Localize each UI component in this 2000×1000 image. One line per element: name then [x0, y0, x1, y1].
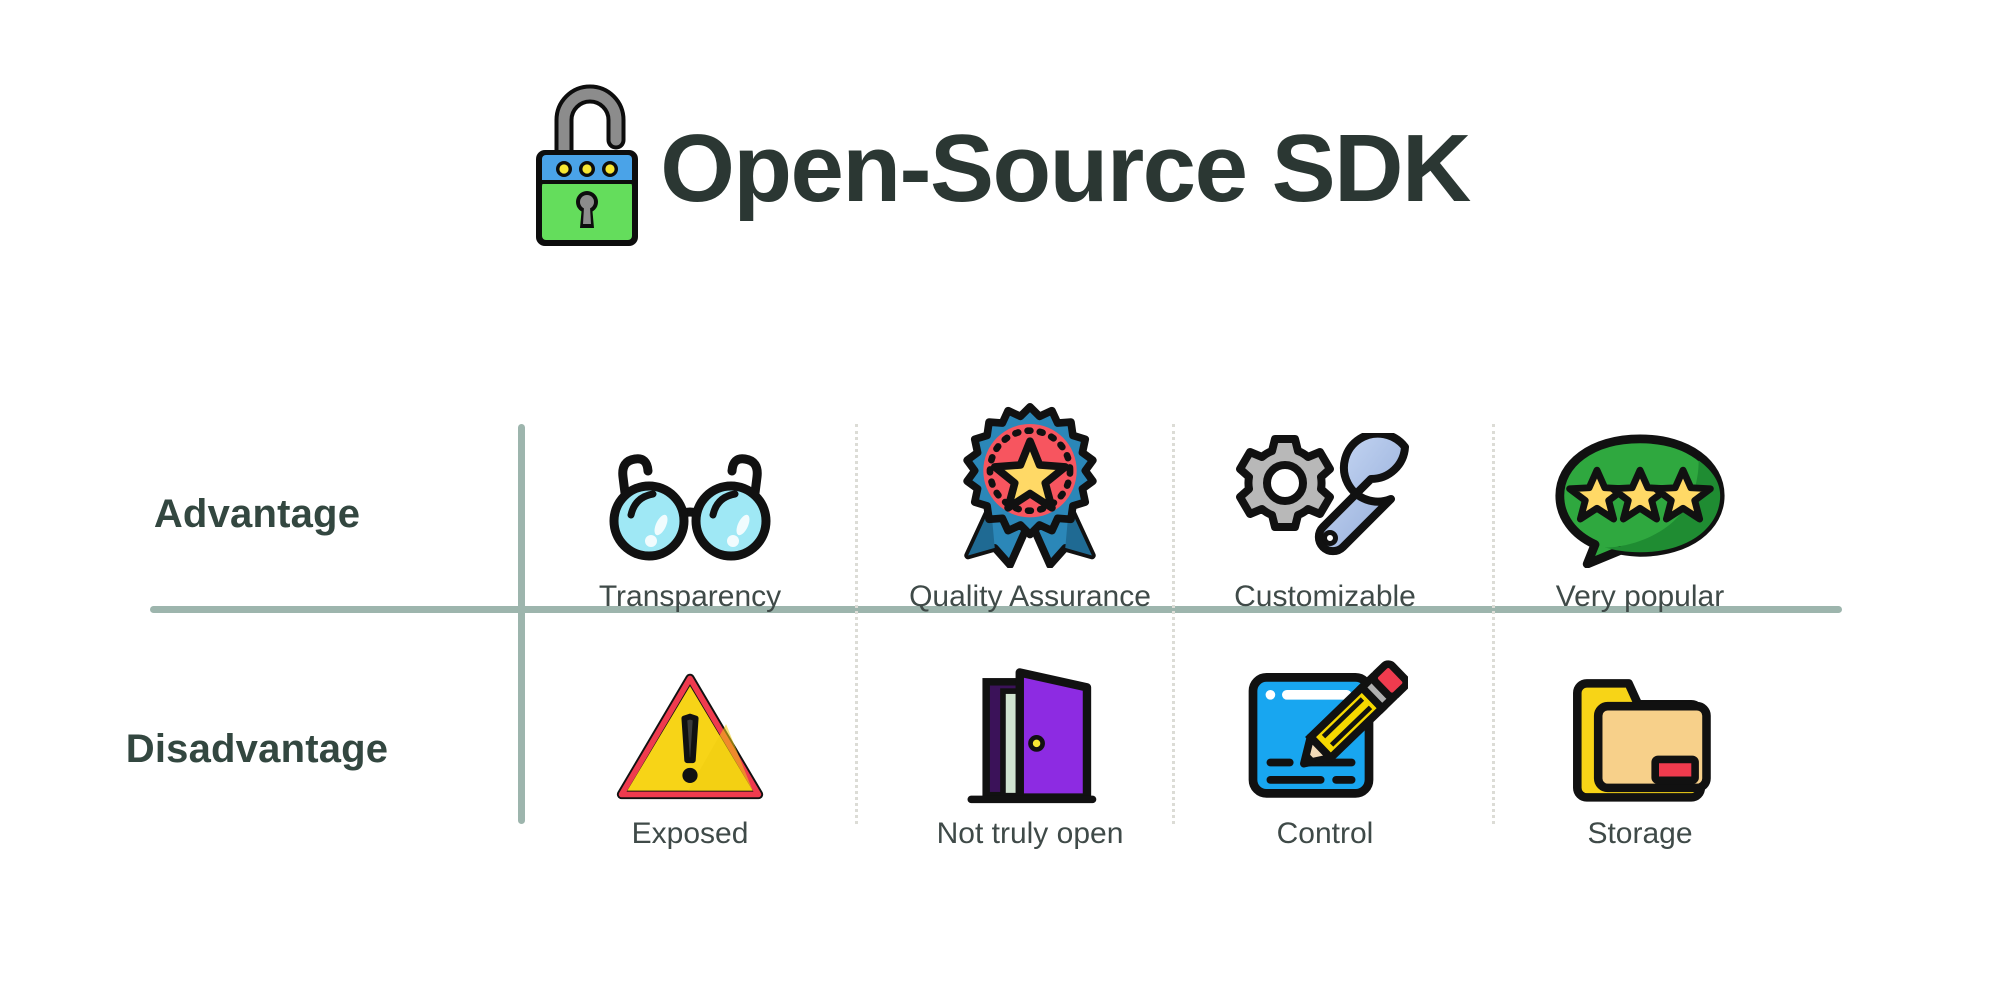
- cell-disadvantage-not-truly-open[interactable]: Not truly open: [865, 645, 1195, 849]
- column-separator-3: [1492, 424, 1495, 824]
- pencil-edit-window-icon: [1243, 645, 1408, 805]
- column-separator-1: [855, 424, 858, 824]
- row-label-advantage: Advantage: [153, 492, 361, 536]
- cell-caption: Control: [1276, 817, 1374, 850]
- cell-caption: Not truly open: [936, 817, 1124, 850]
- cell-caption: Exposed: [631, 817, 749, 850]
- vertical-divider: [518, 424, 525, 824]
- cell-disadvantage-control[interactable]: Control: [1185, 645, 1465, 849]
- folder-icon: [1564, 645, 1716, 805]
- award-ribbon-star-icon: [949, 403, 1111, 568]
- cell-advantage-very-popular[interactable]: Very popular: [1500, 408, 1780, 612]
- cell-caption: Customizable: [1234, 580, 1416, 613]
- cell-disadvantage-storage[interactable]: Storage: [1500, 645, 1780, 849]
- speech-bubble-three-stars-icon: [1552, 408, 1728, 568]
- page-header: Open-Source SDK: [0, 78, 2000, 250]
- row-label-disadvantage: Disadvantage: [125, 727, 389, 771]
- open-door-icon: [958, 645, 1103, 805]
- cell-caption: Quality Assurance: [909, 580, 1151, 613]
- warning-triangle-icon: [614, 645, 766, 805]
- page-title: Open-Source SDK: [660, 115, 1471, 222]
- open-padlock-icon: [530, 78, 658, 250]
- horizontal-divider: [150, 606, 1842, 613]
- cell-caption: Transparency: [598, 580, 782, 613]
- cell-caption: Storage: [1587, 817, 1693, 850]
- cell-advantage-customizable[interactable]: Customizable: [1185, 408, 1465, 612]
- cell-advantage-quality-assurance[interactable]: Quality Assurance: [865, 403, 1195, 613]
- cell-caption: Very popular: [1555, 580, 1725, 613]
- cell-advantage-transparency[interactable]: Transparency: [550, 408, 830, 612]
- cell-disadvantage-exposed[interactable]: Exposed: [550, 645, 830, 849]
- gear-wrench-icon: [1233, 408, 1418, 568]
- eyeglasses-icon: [595, 408, 785, 568]
- column-separator-2: [1172, 424, 1175, 824]
